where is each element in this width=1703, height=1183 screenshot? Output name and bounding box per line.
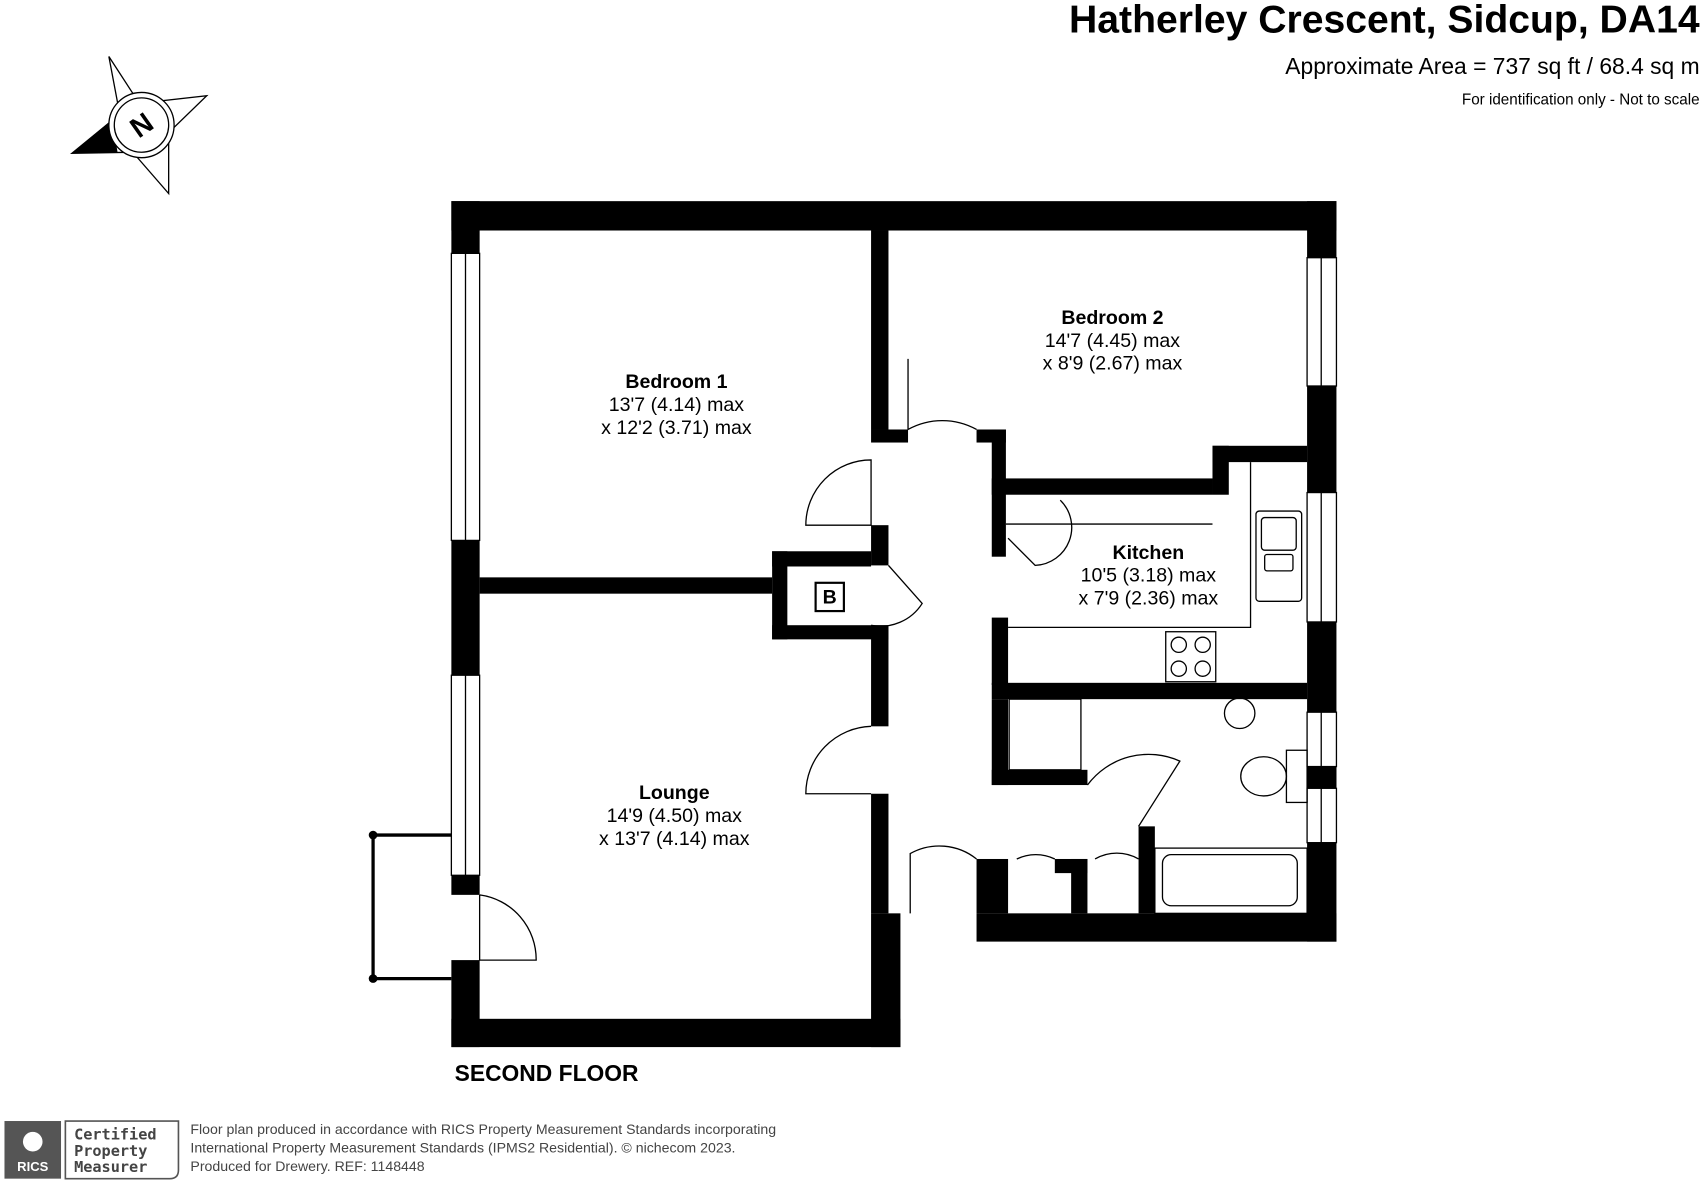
- floor-label: SECOND FLOOR: [455, 1060, 639, 1086]
- room-kitchen: Kitchen 10'5 (3.18) max x 7'9 (2.36) max: [1079, 542, 1219, 610]
- footer-text: Floor plan produced in accordance with R…: [190, 1121, 776, 1174]
- boiler-box: [814, 581, 845, 613]
- svg-text:Bedroom 2: Bedroom 2: [1061, 307, 1163, 329]
- svg-text:x 12'2 (3.71) max: x 12'2 (3.71) max: [601, 417, 752, 439]
- svg-text:Bedroom 1: Bedroom 1: [625, 371, 727, 393]
- fixtures: [1005, 462, 1308, 914]
- svg-text:x 7'9 (2.36) max: x 7'9 (2.36) max: [1079, 588, 1219, 610]
- scale-note: For identification only - Not to scale: [1462, 91, 1700, 108]
- svg-text:14'7 (4.45) max: 14'7 (4.45) max: [1045, 330, 1181, 352]
- svg-text:RICS: RICS: [17, 1159, 48, 1174]
- svg-text:Kitchen: Kitchen: [1112, 542, 1184, 564]
- compass-icon: N: [70, 56, 209, 196]
- sink-icon: [1255, 510, 1303, 602]
- walls: [451, 201, 1337, 1048]
- svg-text:Measurer: Measurer: [74, 1158, 147, 1176]
- svg-text:Certified: Certified: [74, 1126, 156, 1144]
- svg-text:Property: Property: [74, 1142, 147, 1160]
- approximate-area: Approximate Area = 737 sq ft / 68.4 sq m: [1285, 53, 1699, 79]
- hob-icon: [1165, 631, 1217, 683]
- svg-text:Floor plan produced in accorda: Floor plan produced in accordance with R…: [190, 1121, 776, 1137]
- rics-lion-icon: [22, 1131, 43, 1152]
- basin-icon: [1223, 697, 1256, 730]
- room-bedroom-1: Bedroom 1 13'7 (4.14) max x 12'2 (3.71) …: [601, 371, 752, 439]
- page-title: Hatherley Crescent, Sidcup, DA14: [1069, 0, 1700, 42]
- balcony: [368, 830, 452, 983]
- svg-text:10'5 (3.18) max: 10'5 (3.18) max: [1081, 565, 1217, 587]
- boiler-label: B: [823, 586, 837, 608]
- svg-text:Lounge: Lounge: [639, 782, 710, 804]
- svg-text:International Property Measure: International Property Measurement Stand…: [190, 1140, 735, 1156]
- shower-icon: [1008, 698, 1082, 771]
- rics-badge: RICS Certified Property Measurer: [4, 1120, 180, 1180]
- windows: [450, 252, 1338, 876]
- svg-text:x 8'9 (2.67) max: x 8'9 (2.67) max: [1043, 353, 1183, 375]
- toilet-icon: [1285, 749, 1308, 804]
- svg-text:13'7 (4.14) max: 13'7 (4.14) max: [609, 394, 745, 416]
- svg-text:14'9 (4.50) max: 14'9 (4.50) max: [607, 805, 743, 827]
- svg-text:x 13'7 (4.14) max: x 13'7 (4.14) max: [599, 828, 750, 850]
- svg-text:Produced for Drewery. REF: 1: Produced for Drewery. REF: 1148448: [190, 1158, 424, 1174]
- room-lounge: Lounge 14'9 (4.50) max x 13'7 (4.14) max: [599, 782, 750, 850]
- bath-icon: [1161, 853, 1298, 907]
- doors: [478, 358, 1181, 961]
- room-bedroom-2: Bedroom 2 14'7 (4.45) max x 8'9 (2.67) m…: [1043, 307, 1183, 375]
